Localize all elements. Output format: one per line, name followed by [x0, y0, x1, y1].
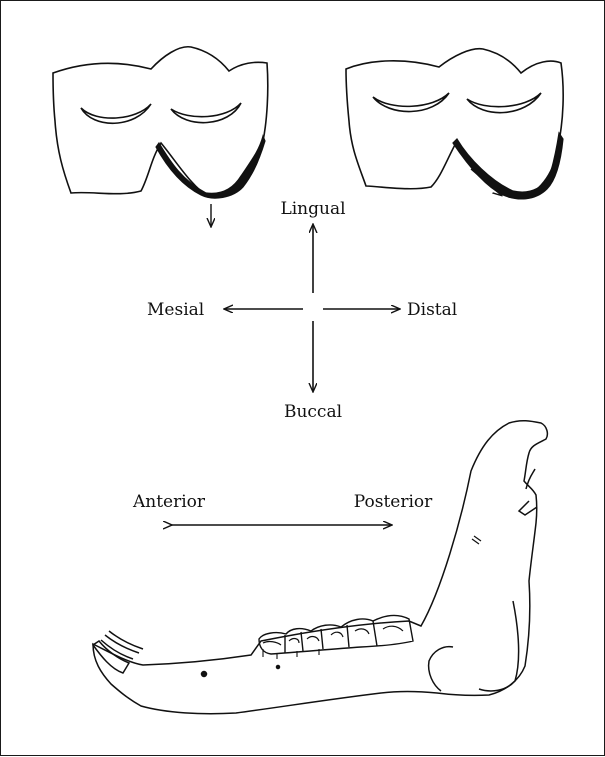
tooth-left-fossa-1 [81, 104, 151, 123]
tooth-div-4 [347, 625, 349, 647]
tooth-right-outline [346, 49, 563, 197]
tooth-div-5 [373, 621, 377, 646]
label-distal: Distal [407, 300, 457, 320]
mental-foramen [202, 672, 207, 677]
ramus-inner [479, 601, 519, 691]
small-foramen [277, 666, 280, 669]
ramus-inner-2 [429, 647, 453, 691]
tooth-right-fossa-2 [467, 93, 541, 113]
tooth-left-enamel-band [156, 136, 265, 198]
tooth-div-2 [301, 632, 303, 651]
tooth-row-outline [259, 615, 413, 654]
orientation-compass [225, 225, 399, 391]
incisor-1 [93, 641, 129, 673]
tooth-left-outline [53, 47, 268, 197]
tooth-right-fossa-1 [373, 93, 449, 112]
foramen [472, 536, 481, 544]
tooth-left-fossa-2 [171, 103, 241, 123]
incisor-4 [109, 631, 143, 649]
condyle-notch [519, 501, 537, 515]
mandible [93, 421, 547, 714]
incisor-3 [105, 635, 139, 653]
label-mesial: Mesial [147, 300, 204, 320]
tooth-right-enamel-band [453, 133, 563, 199]
tooth-div-3 [321, 629, 323, 649]
label-buccal: Buccal [284, 402, 342, 422]
tooth-right [346, 49, 563, 197]
coronoid-tip [526, 469, 535, 489]
tooth-left [53, 47, 268, 197]
label-lingual: Lingual [280, 199, 345, 219]
label-posterior: Posterior [354, 492, 433, 512]
mandible-outline [93, 421, 547, 714]
label-anterior: Anterior [132, 492, 206, 512]
